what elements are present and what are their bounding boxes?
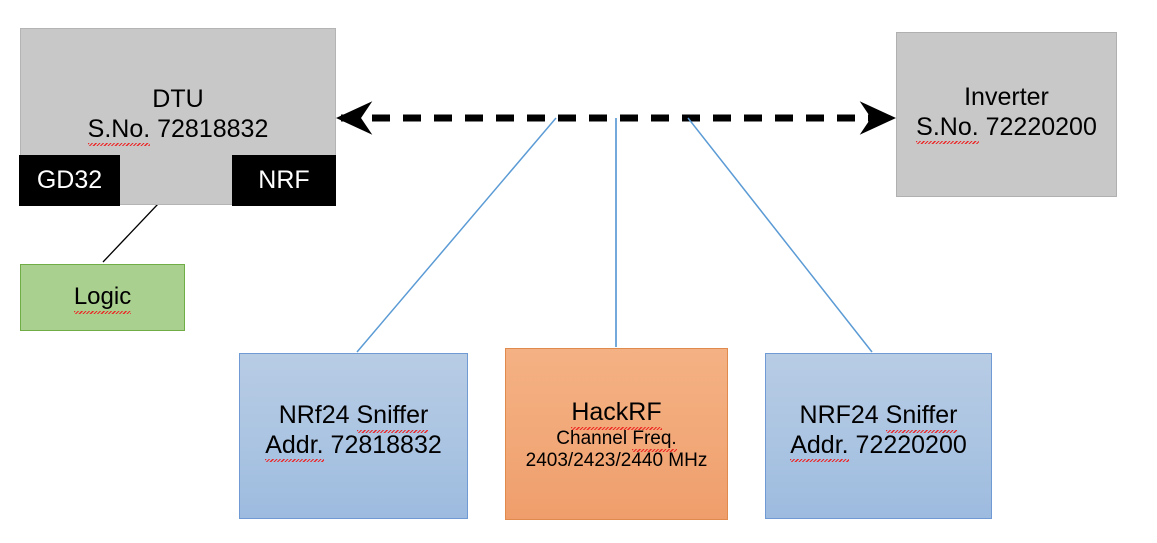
hackrf-channel-a: Channel [556, 427, 633, 449]
gd32-label: GD32 [36, 166, 103, 194]
logic-label: Logic [73, 283, 132, 314]
node-gd32-chip[interactable]: GD32 [19, 155, 120, 206]
sniffer-left-addr-label: Addr. [265, 430, 324, 462]
hackrf-channel-b: Freq. [632, 427, 678, 453]
node-hackrf[interactable]: HackRF Channel Freq. 2403/2423/2440 MHz [505, 348, 728, 520]
node-inverter[interactable]: Inverter S.No. 72220200 [896, 32, 1117, 197]
inverter-title: Inverter [964, 83, 1049, 111]
sniffer-left-title-b: Sniffer [356, 401, 429, 432]
inverter-serial-label: S.No. [916, 112, 979, 144]
hackrf-title: HackRF [571, 398, 662, 429]
nrf-label: NRF [258, 166, 310, 194]
sniffer-right-title-b: Sniffer [885, 401, 958, 432]
dtu-serial: S.No. 72818832 [87, 114, 269, 146]
sniffer-right-title: NRF24 Sniffer [799, 401, 958, 432]
sniffer-left-title-a: NRf24 [278, 401, 357, 429]
node-logic-analyzer[interactable]: Logic [20, 264, 185, 331]
node-nrf-chip[interactable]: NRF [232, 155, 336, 206]
sniffer-right-addr-value: 72220200 [848, 430, 967, 459]
sniffer-right-addr-label: Addr. [790, 430, 849, 462]
inverter-serial: S.No. 72220200 [916, 112, 1097, 144]
hackrf-title-text: HackRF [571, 398, 662, 429]
dtu-title: DTU [152, 85, 204, 113]
sniffer-left-addr-value: 72818832 [323, 430, 442, 459]
dtu-serial-value: 72818832 [150, 114, 269, 143]
sniffer-left-tap-line [356, 117, 557, 353]
sniffer-right-tap-line [687, 117, 873, 353]
node-sniffer-right[interactable]: NRF24 Sniffer Addr. 72220200 [765, 353, 992, 519]
sniffer-left-title: NRf24 Sniffer [278, 401, 429, 432]
dtu-serial-label: S.No. [87, 114, 151, 146]
sniffer-left-addr: Addr. 72818832 [265, 430, 442, 462]
hackrf-frequencies: 2403/2423/2440 MHz [525, 449, 708, 471]
hackrf-channel-label: Channel Freq. [556, 427, 678, 453]
node-sniffer-left[interactable]: NRf24 Sniffer Addr. 72818832 [239, 353, 468, 519]
sniffer-right-addr: Addr. 72220200 [790, 430, 967, 462]
inverter-serial-value: 72220200 [978, 112, 1097, 141]
sniffer-right-title-a: NRF24 [799, 401, 886, 429]
